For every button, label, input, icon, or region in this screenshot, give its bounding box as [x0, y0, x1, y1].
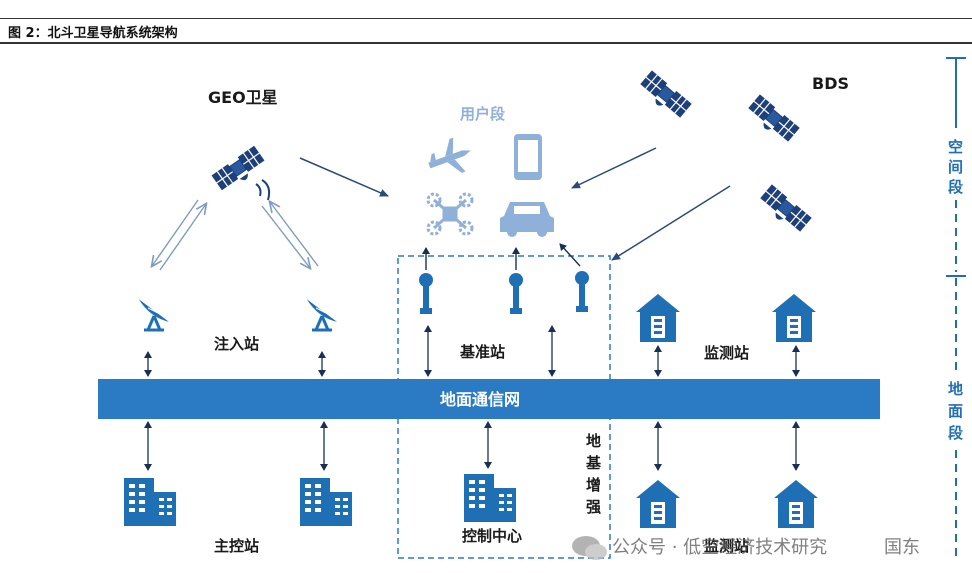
monitoring-station-label-bottom: 监测站 — [704, 537, 749, 555]
control-center-building-icon — [464, 474, 516, 522]
car-icon — [500, 202, 554, 237]
bottom-connector-arrows — [144, 421, 800, 471]
control-center-label: 控制中心 — [462, 527, 522, 545]
ground-segment-label: 地 面 段 — [948, 380, 963, 442]
reference-station-label: 基准站 — [459, 343, 505, 361]
top-connector-arrows — [144, 325, 800, 377]
master-control-building-icon-1 — [124, 478, 176, 526]
svg-text:地: 地 — [586, 432, 601, 450]
title-rule-top — [0, 18, 972, 19]
network-label: 地面通信网 — [440, 390, 520, 409]
monitoring-station-label-top: 监测站 — [704, 344, 749, 362]
geo-to-user-arrow — [299, 157, 389, 197]
reference-tower-icon-1 — [419, 273, 433, 314]
user-segment-label: 用户段 — [460, 105, 505, 123]
geo-right-links — [261, 202, 319, 268]
reference-tower-icon-3 — [575, 271, 589, 312]
monitoring-house-icon-1 — [636, 294, 680, 342]
geo-left-links — [152, 199, 206, 271]
signal-waves-icon — [255, 179, 271, 201]
master-control-label: 主控站 — [214, 537, 259, 555]
bds-to-user-arrow-2 — [611, 185, 731, 261]
drone-icon — [426, 192, 474, 236]
injection-dish-icon-1 — [136, 296, 172, 332]
svg-text:强: 强 — [586, 498, 601, 516]
master-control-building-icon-2 — [300, 478, 352, 526]
geo-satellite-label: GEO卫星 — [208, 88, 278, 107]
svg-text:地: 地 — [948, 380, 963, 398]
figure-title: 图 2：北斗卫星导航系统架构 — [8, 26, 178, 41]
ground-network-bar — [98, 379, 880, 419]
wechat-watermark: 公众号 · 低空经济技术研究 国东 — [572, 536, 920, 560]
svg-text:段: 段 — [948, 178, 963, 196]
svg-text:空: 空 — [948, 138, 963, 156]
space-segment-label: 空 间 段 — [948, 138, 963, 196]
watermark-suffix: 国东 — [884, 537, 920, 558]
tower3-up-arrow — [559, 243, 581, 267]
segment-bracket — [946, 57, 966, 560]
ground-augmentation-label: 地 基 增 强 — [585, 432, 602, 516]
reference-tower-icon-2 — [509, 273, 523, 314]
monitoring-house-icon-2 — [772, 294, 816, 342]
title-rule-bottom — [0, 42, 972, 44]
svg-text:段: 段 — [948, 424, 963, 442]
watermark-text: 公众号 · 低空经济技术研究 — [612, 537, 827, 558]
injection-station-label: 注入站 — [214, 335, 259, 353]
bds-satellite-icon-1 — [636, 69, 693, 123]
svg-text:间: 间 — [948, 158, 963, 176]
airplane-icon — [428, 137, 471, 173]
svg-text:面: 面 — [948, 402, 963, 420]
bds-satellite-icon-2 — [744, 93, 801, 147]
injection-dish-icon-2 — [304, 296, 340, 332]
bds-to-user-arrow-1 — [571, 147, 657, 189]
monitoring-house-icon-3 — [636, 480, 680, 528]
svg-text:基: 基 — [585, 454, 602, 472]
svg-text:增: 增 — [586, 476, 601, 494]
phone-icon — [514, 134, 542, 180]
bds-label: BDS — [812, 74, 849, 93]
monitoring-house-icon-4 — [774, 480, 818, 528]
bds-satellite-icon-3 — [756, 183, 813, 237]
